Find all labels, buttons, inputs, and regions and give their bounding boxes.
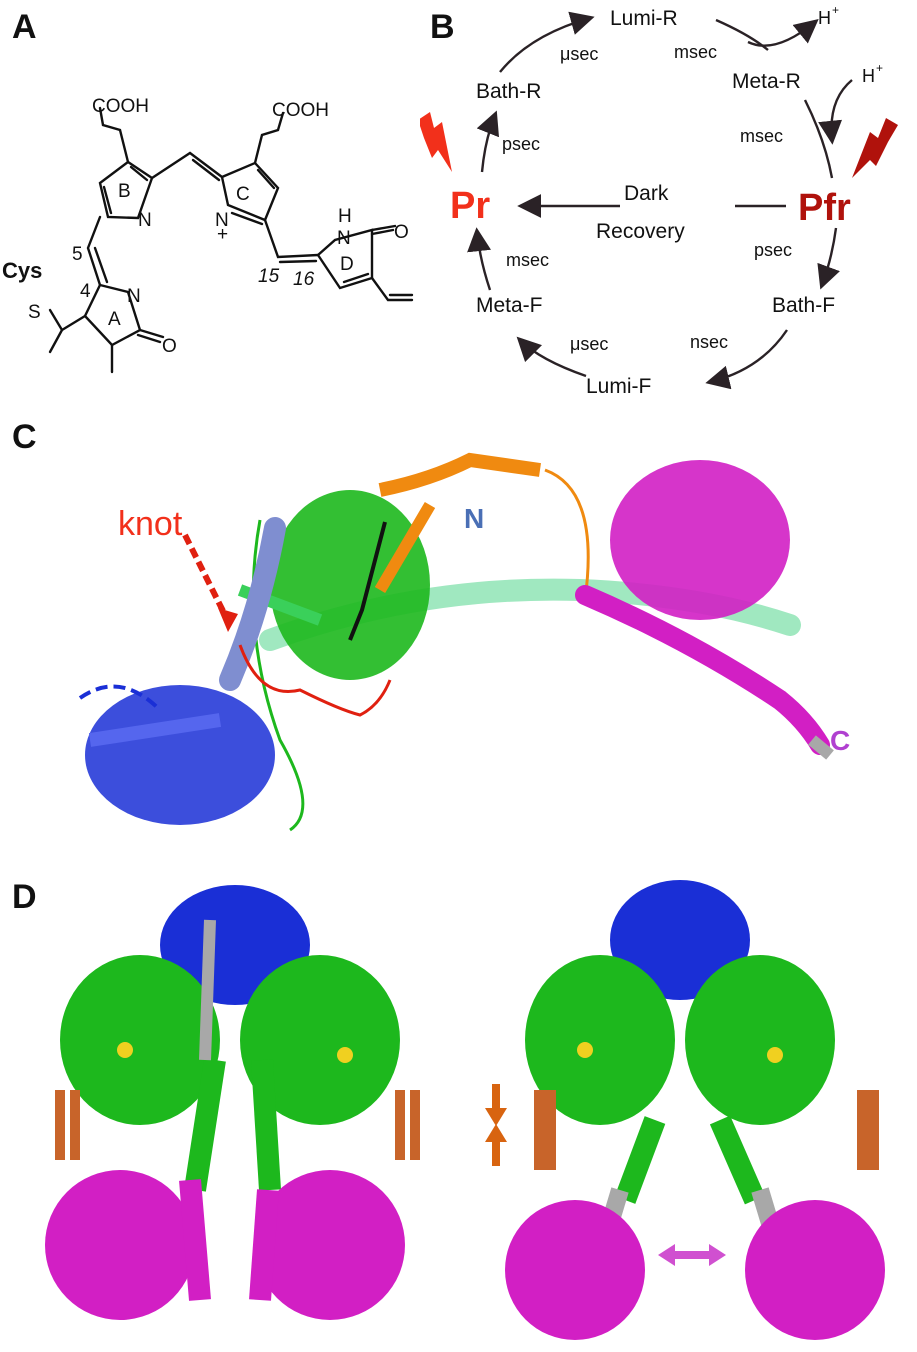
proton-uptake-charge: + — [876, 61, 883, 75]
panel-c: C — [0, 410, 917, 850]
panel-d: D — [0, 860, 917, 1352]
ring-d-label: D — [340, 254, 354, 275]
phy-domain — [575, 460, 834, 760]
n-c-label: N — [215, 210, 229, 231]
pos-15-label: 15 — [258, 266, 280, 287]
ring-c-label: C — [236, 184, 250, 205]
state-lumi-r: Lumi-R — [610, 7, 678, 30]
state-bath-r: Bath-R — [476, 80, 541, 103]
tongue — [374, 452, 590, 601]
lightning-icon-pfr — [852, 118, 898, 178]
panel-c-label: C — [12, 418, 37, 456]
s-label: S — [28, 302, 41, 323]
timescale-lumir-metar: msec — [674, 42, 717, 62]
state-pfr: Pfr — [798, 187, 851, 229]
n-terminus-label: N — [464, 503, 484, 534]
c-terminus-label: C — [830, 725, 850, 756]
dark-recovery-line2: Recovery — [596, 220, 685, 243]
cooh-b-label: COOH — [92, 96, 149, 117]
state-pr: Pr — [450, 185, 490, 227]
o-a-label: O — [162, 336, 177, 357]
lightning-icon-pr — [420, 112, 452, 172]
pos-5-label: 5 — [72, 244, 83, 265]
separation-arrow — [658, 1244, 726, 1266]
h-d-label: H — [338, 206, 352, 227]
panel-b-label: B — [430, 8, 455, 46]
panel-d-label: D — [12, 878, 37, 916]
n-b-label: N — [138, 210, 152, 231]
dimer-structures — [45, 880, 885, 1340]
proton-uptake: H — [862, 66, 875, 86]
knot-label: knot — [118, 505, 183, 543]
dark-recovery-line1: Dark — [624, 182, 669, 205]
timescale-bathr-lumir: μsec — [560, 44, 598, 64]
proton-release-charge: + — [832, 3, 839, 17]
dimer-pfr — [505, 880, 885, 1340]
proton-release: H — [818, 8, 831, 28]
panel-a: A — [0, 0, 430, 400]
timescale-pfr-bathf: psec — [754, 240, 792, 260]
pos-16-label: 16 — [293, 269, 315, 290]
plus-label: + — [217, 224, 228, 245]
timescale-metar-pfr: msec — [740, 126, 783, 146]
ring-a-label: A — [108, 309, 121, 330]
state-bath-f: Bath-F — [772, 294, 835, 317]
timescale-metaf-pr: msec — [506, 250, 549, 270]
cooh-c-label: COOH — [272, 100, 329, 121]
timescale-pr-bathr: psec — [502, 134, 540, 154]
ring-b-label: B — [118, 181, 131, 202]
state-lumi-f: Lumi-F — [586, 375, 651, 398]
pos-4-label: 4 — [80, 281, 91, 302]
state-meta-f: Meta-F — [476, 294, 543, 317]
state-meta-r: Meta-R — [732, 70, 801, 93]
pas-domain — [78, 684, 275, 825]
photocycle-diagram: Lumi-R Bath-R Meta-R Bath-F Lumi-F Meta-… — [420, 3, 898, 398]
n-d-label: N — [337, 228, 351, 249]
timescale-bathf-lumif: nsec — [690, 332, 728, 352]
biliverdin-structure: COOH COOH B C N N + H N O D 5 4 15 16 N … — [2, 96, 414, 374]
dimer-pr — [45, 885, 420, 1320]
compression-arrows — [485, 1084, 507, 1166]
cys-label: Cys — [2, 258, 42, 283]
knot-loop — [238, 644, 392, 717]
timescale-lumif-metaf: μsec — [570, 334, 608, 354]
chromophore — [348, 521, 387, 641]
monomer-structure: knot N C — [78, 452, 850, 832]
nterm-helix — [219, 517, 286, 691]
panel-b: B Lumi-R Bath-R Meta-R Bat — [420, 0, 917, 400]
knot-arrow — [182, 533, 228, 617]
n-a-label: N — [127, 286, 141, 307]
panel-a-label: A — [12, 8, 37, 46]
o-d-label: O — [394, 222, 409, 243]
